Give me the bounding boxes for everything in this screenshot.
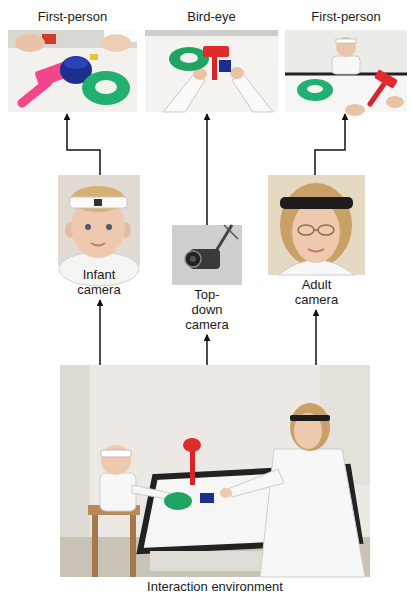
top-down-camera-photo (172, 225, 242, 285)
photo-panel: Top-down camera (172, 225, 242, 333)
arrow-connector (67, 114, 100, 175)
interaction-environment-photo (60, 365, 370, 577)
photo-panel: Infant camera (58, 175, 140, 298)
photo-caption: First-person (285, 10, 407, 25)
photo-caption: Top-down camera (181, 288, 233, 333)
arrow-connector (99, 300, 101, 365)
arrow-connector (206, 114, 208, 225)
arrow-connector (315, 310, 317, 365)
photo-panel: First-person (285, 10, 407, 112)
bird-eye-photo (145, 30, 278, 112)
photo-caption: Bird-eye (145, 10, 278, 25)
adult-camera-photo (268, 175, 365, 275)
photo-caption: Interaction environment (60, 580, 370, 595)
photo-panel: Adult camera (268, 175, 365, 308)
photo-caption: Infant camera (69, 268, 129, 298)
arrow-connector (315, 114, 345, 175)
arrow-connector (206, 335, 208, 365)
photo-panel: First-person (8, 10, 137, 112)
photo-caption: First-person (8, 10, 137, 25)
adult-view-photo (285, 30, 407, 116)
photo-panel: Bird-eye (145, 10, 278, 112)
infant-view-photo (8, 30, 137, 112)
photo-caption: Adult camera (287, 278, 347, 308)
photo-panel: Interaction environment (60, 365, 370, 595)
